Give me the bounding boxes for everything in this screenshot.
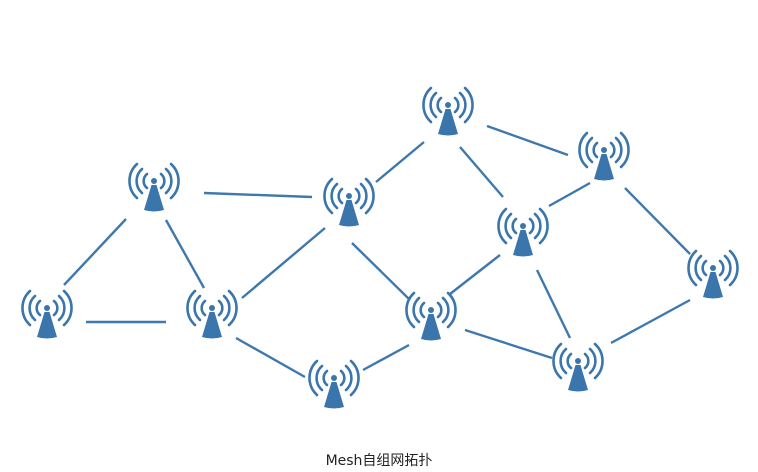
ap-7-wireless-access-point-icon [422, 86, 474, 137]
link-ap-9-ap-11 [624, 187, 691, 255]
diagram-caption: Mesh自组网拓扑 [325, 453, 433, 469]
ap-3-wireless-access-point-icon [186, 289, 238, 340]
link-ap-7-ap-8 [459, 146, 504, 198]
link-ap-8-ap-9 [548, 181, 591, 208]
link-ap-7-ap-9 [486, 124, 569, 157]
ap-6-wireless-access-point-icon [405, 291, 457, 342]
link-ap-4-ap-6 [351, 242, 411, 301]
link-ap-8-ap-10 [535, 269, 572, 339]
link-ap-2-ap-4 [203, 191, 313, 199]
ap-10-wireless-access-point-icon [552, 342, 604, 393]
link-ap-3-ap-5 [235, 336, 306, 379]
link-ap-10-ap-11 [610, 298, 691, 345]
link-ap-4-ap-7 [375, 141, 425, 183]
link-ap-2-ap-3 [164, 219, 206, 289]
ap-11-wireless-access-point-icon [687, 249, 739, 300]
link-ap-6-ap-10 [464, 328, 553, 360]
link-ap-6-ap-8 [449, 254, 501, 295]
links-layer [63, 124, 691, 379]
ap-5-wireless-access-point-icon [308, 359, 360, 410]
ap-4-wireless-access-point-icon [323, 177, 375, 228]
link-ap-5-ap-6 [362, 343, 410, 372]
ap-1-wireless-access-point-icon [21, 289, 73, 340]
ap-9-wireless-access-point-icon [578, 131, 630, 182]
ap-8-wireless-access-point-icon [497, 207, 549, 258]
link-ap-1-ap-2 [63, 218, 127, 286]
ap-2-wireless-access-point-icon [128, 162, 180, 213]
link-ap-3-ap-4 [241, 227, 326, 299]
